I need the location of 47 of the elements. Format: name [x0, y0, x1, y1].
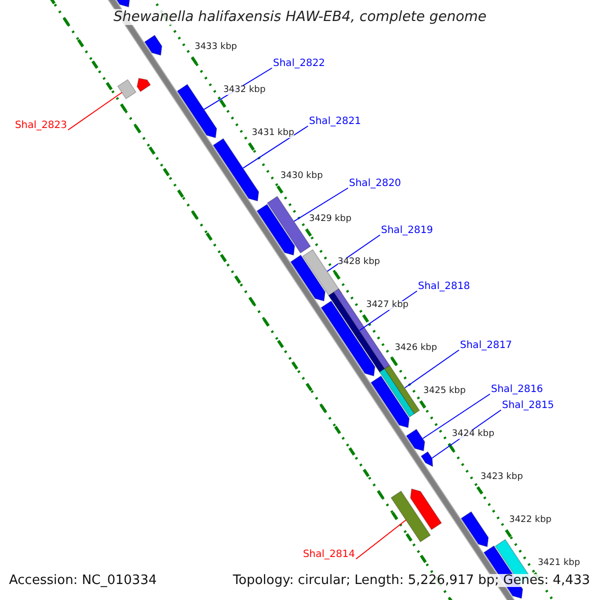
gene-block	[212, 138, 260, 202]
gene-block	[370, 375, 410, 428]
gene-block	[390, 490, 431, 542]
scale-label: 3426 kbp	[394, 344, 438, 354]
scale-label: 3421 kbp	[538, 559, 580, 568]
gene-label: Shal_2819	[381, 226, 434, 236]
scale-label: 3427 kbp	[366, 301, 408, 310]
gene-block	[136, 78, 151, 92]
scale-label: 3429 kbp	[309, 215, 352, 224]
gene-block	[144, 34, 162, 56]
gene-block	[420, 451, 434, 468]
footer-text: Accession: NC_010334	[9, 574, 157, 587]
leader-line	[422, 394, 490, 439]
gene-block	[117, 79, 137, 100]
gene-block	[460, 511, 489, 548]
leader-line	[294, 188, 348, 222]
leader-line	[68, 92, 122, 130]
scale-label: 3428 kbp	[338, 258, 380, 268]
gene-block	[256, 204, 296, 256]
gene-block	[290, 254, 326, 302]
gene-label: Shal_2814	[302, 550, 355, 560]
gene-block	[266, 196, 312, 254]
gene-label: Shal_2821	[309, 117, 362, 127]
scale-label: 3425 kbp	[423, 387, 466, 396]
scale-label: 3422 kbp	[509, 516, 552, 526]
gene-label: Shal_2818	[418, 282, 470, 292]
gene-block	[410, 488, 442, 530]
title: Shewanella halifaxensis HAW-EB4, complete genome	[112, 10, 488, 24]
leader-line	[356, 519, 407, 560]
scale-label: 3423 kbp	[480, 473, 523, 482]
scale-label: 3430 kbp	[280, 172, 323, 182]
scale-label: 3432 kbp	[223, 86, 266, 96]
scale-label: 3431 kbp	[252, 129, 294, 138]
scale-label: 3424 kbp	[452, 430, 494, 440]
gene-block	[406, 428, 426, 452]
footer-text: Topology: circular; Length: 5,226,917 bp; Genes: 4,433	[232, 574, 590, 587]
gene-block	[384, 364, 420, 414]
gene-block	[176, 84, 218, 138]
gene-label: Shal_2816	[491, 385, 544, 395]
gene-label: Shal_2815	[502, 401, 554, 411]
scale-label: 3433 kbp	[194, 43, 237, 52]
gene-label: Shal_2817	[460, 341, 512, 351]
gene-label: Shal_2823	[14, 121, 67, 131]
gene-label: Shal_2822	[273, 59, 326, 69]
gene-label: Shal_2820	[349, 179, 402, 189]
leader-line	[242, 126, 308, 169]
leader-line	[404, 350, 460, 388]
